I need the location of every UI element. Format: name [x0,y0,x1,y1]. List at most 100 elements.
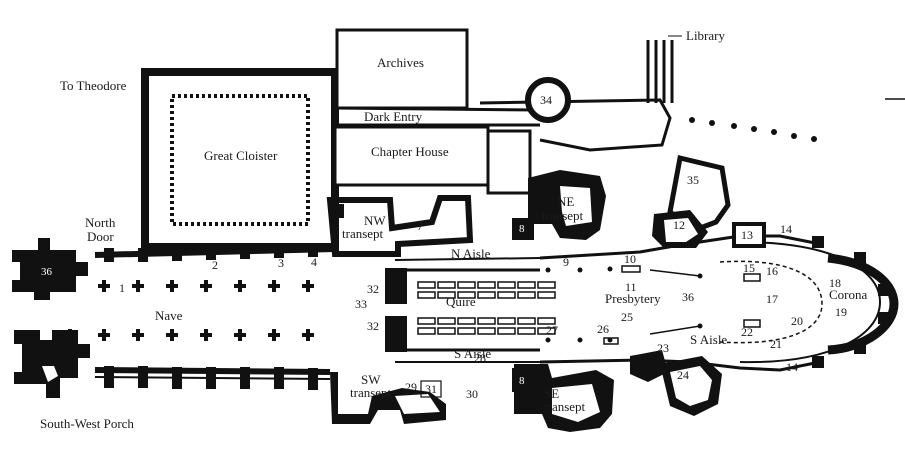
plan-labels: Library Archives To Theodore Dark Entry … [40,28,868,431]
quire-stall [417,317,436,325]
marker-22: 22 [741,325,753,339]
nave-pier [302,280,314,292]
marker-7: 7 [417,219,423,233]
marker-31: 31 [425,382,437,396]
quire-stall [477,291,496,299]
label-north-door-1: North [85,215,116,230]
quire-stall [457,291,476,299]
pier-8-north [512,218,534,240]
chapel-24-inner [670,366,712,406]
quire-stall [457,327,476,335]
marker-32-south: 32 [367,319,379,333]
marker-19: 19 [835,305,847,319]
quire-stall [517,317,536,325]
marker-21: 21 [770,337,782,351]
nw-transept-apse [330,204,344,218]
label-corona: Corona [829,287,868,302]
quire-stall [517,291,536,299]
label-archives: Archives [377,55,424,70]
quire-stall [497,317,516,325]
marker-30: 30 [466,387,478,401]
quire-stall [537,327,556,335]
marker-17: 17 [766,292,778,306]
quire-stall [437,317,456,325]
marker-31-box [420,380,442,398]
trinity-chapel-north-wall [539,234,821,260]
marker-9: 9 [563,255,569,269]
quire-stall [417,327,436,335]
label-s-aisle-west: S Aisle [454,346,491,361]
label-ne-transept-1: NE [557,194,574,209]
label-se-transept-2: transept [544,399,586,414]
quire-stall [477,317,496,325]
label-great-cloister: Great Cloister [204,148,278,163]
presbytery-piers [545,266,703,343]
marker-34: 34 [540,93,552,107]
marker-36-west: 36 [41,266,53,278]
marker-8-south: 8 [519,375,525,387]
marker-28: 28 [474,351,486,365]
archives-building [335,28,469,110]
marker-14-north: 14 [780,222,792,236]
nave-pier [132,280,144,292]
quire-stall [417,281,436,289]
label-nw-transept-2: transept [342,226,384,241]
nave-pier [166,280,178,292]
chapel-34 [525,77,571,123]
dark-entry-wall-n [334,106,541,112]
chapel-12-inner [664,218,698,242]
label-n-aisle: N Aisle [451,246,491,261]
label-se-transept-1: SE [544,386,559,401]
south-west-porch-shape [42,366,58,382]
marker-33: 33 [355,297,367,311]
marker-14-south: 14 [786,360,798,374]
label-nw-transept-1: NW [364,213,386,228]
nave-pier [98,280,110,292]
quire-stall [437,291,456,299]
label-sw-transept-2: transept [350,385,392,400]
nave-pier [98,329,110,341]
quire-stall [437,327,456,335]
chapel-23 [630,350,668,382]
marker-16: 16 [766,264,778,278]
tomb-markers [603,265,761,345]
ambulatory-inner [719,260,823,344]
quire-stall [517,327,536,335]
marker-8-north: 8 [519,223,525,235]
marker-11: 11 [625,280,637,294]
quire-stall [457,317,476,325]
nave-pier [268,329,280,341]
marker-25: 25 [621,310,633,324]
library-walls [646,40,674,103]
label-presbytery: Presbytery [605,291,661,306]
nave-pier [234,329,246,341]
nave-pier [234,280,246,292]
marker-12: 12 [673,218,685,232]
marker-1: 1 [119,281,125,295]
ne-transept-inner [560,186,592,226]
label-s-aisle-east: S Aisle [690,332,727,347]
marker-27: 27 [546,323,558,337]
quire-stall [457,281,476,289]
chapel-13 [732,222,766,248]
quire-stall [517,281,536,289]
marker-20: 20 [791,314,803,328]
label-south-west-porch: South-West Porch [40,416,134,431]
label-north-door-2: Door [87,229,114,244]
marker-26: 26 [597,322,609,336]
marker-24: 24 [677,368,689,382]
nave-pier [268,280,280,292]
dotted-boundary [689,117,817,142]
marker-4: 4 [311,255,317,269]
se-transept-inner [552,384,600,422]
sw-transept-chapel [395,394,440,414]
passage-wall [479,98,672,152]
label-library: Library [686,28,725,43]
pier-8-south [512,368,534,392]
quire-stall [477,327,496,335]
label-to-theodore: To Theodore [60,78,127,93]
quire-stall [537,281,556,289]
quire-stall [537,317,556,325]
label-nave: Nave [155,308,183,323]
